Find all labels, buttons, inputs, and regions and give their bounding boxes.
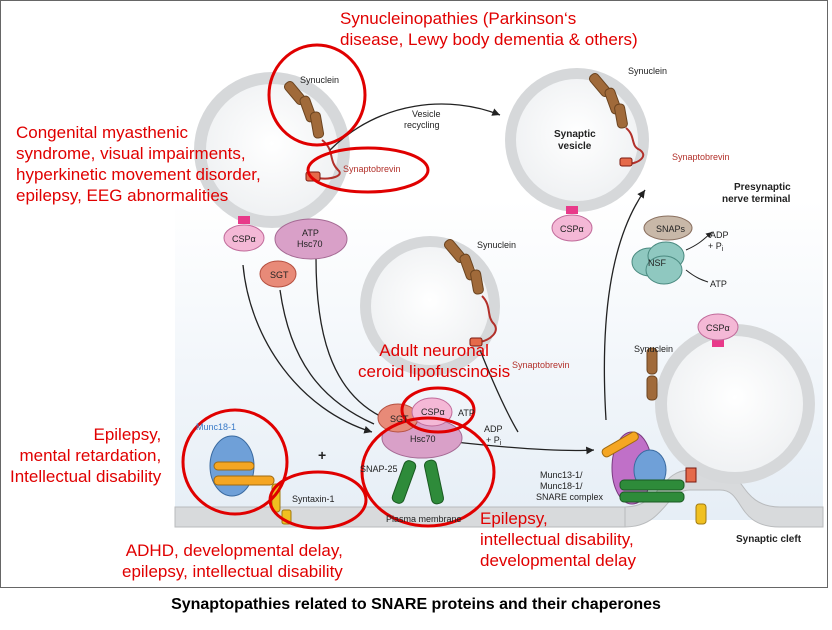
- label-munc-complex-1: Munc13-1/: [540, 470, 583, 480]
- annotation-munc18-disorders: Epilepsy, mental retardation, Intellectu…: [10, 425, 162, 486]
- label-synaptic-cleft: Synaptic cleft: [736, 534, 802, 545]
- label-plasma-membrane: Plasma membrane: [386, 514, 462, 524]
- ring-syntaxin: [268, 470, 368, 530]
- label-csp-2: CSPα: [560, 224, 584, 234]
- highlight-rings: [181, 43, 496, 530]
- label-synuclein-2: Synuclein: [628, 66, 667, 76]
- label-nsf: NSF: [648, 258, 667, 268]
- sgt-free: [259, 260, 297, 288]
- label-hsc70: Hsc70: [410, 434, 436, 444]
- label-presynaptic-1: Presynaptic: [734, 182, 791, 193]
- label-synuclein-1: Synuclein: [300, 75, 339, 85]
- label-adp-right-1: ADP: [710, 230, 729, 240]
- synaptobrevin-tails: [317, 127, 645, 343]
- label-snaps: SNAPs: [656, 224, 686, 234]
- ring-csp: [400, 386, 476, 434]
- annotation-synucleinopathies: Synucleinopathies (Parkinson‘s disease, …: [340, 9, 638, 49]
- label-sgt-2: SGT: [390, 414, 409, 424]
- label-vesicle-recycling-1: Vesicle: [412, 109, 441, 119]
- annotation-snap25-disorders: Epilepsy, intellectual disability, devel…: [480, 509, 636, 570]
- annotation-ncl: Adult neuronal ceroid lipofuscinosis: [358, 341, 511, 381]
- label-adp-pi-2: + Pi: [486, 435, 502, 447]
- pathway-arrows: [242, 257, 595, 455]
- label-munc18: Munc18-1: [196, 422, 236, 432]
- label-snap25: SNAP-25: [360, 464, 398, 474]
- snaps-nsf: [631, 215, 713, 285]
- label-synaptobrevin-1: Synaptobrevin: [343, 164, 401, 174]
- ring-munc18: [181, 408, 289, 516]
- label-plus: +: [318, 447, 326, 463]
- ring-synuclein: [267, 43, 367, 147]
- label-presynaptic-2: nerve terminal: [722, 194, 791, 205]
- label-atp-right: ATP: [710, 279, 727, 289]
- label-adp-pi-1: ADP: [484, 424, 503, 434]
- label-vesicle-recycling-2: recycling: [404, 120, 440, 130]
- recycling-up-arrow: [603, 189, 646, 421]
- label-munc-complex-3: SNARE complex: [536, 492, 604, 502]
- label-csp-4: CSPα: [421, 407, 445, 417]
- ring-snap25: [360, 416, 496, 528]
- label-atp-small: ATP: [458, 408, 475, 418]
- ring-synaptobrevin: [306, 146, 430, 194]
- csp-alpha-group: [223, 206, 739, 347]
- snare-complex-fusion: [601, 431, 707, 525]
- synuclein-rods: [283, 72, 658, 401]
- label-synaptic-vesicle-2: vesicle: [558, 141, 592, 152]
- label-csp-3: CSPα: [706, 323, 730, 333]
- vesicle-fusing: [655, 324, 815, 484]
- label-synaptobrevin-3: Synaptobrevin: [512, 360, 570, 370]
- label-atp-hsc70-2: Hsc70: [297, 239, 323, 249]
- label-syntaxin: Syntaxin-1: [292, 494, 335, 504]
- label-synaptobrevin-2: Synaptobrevin: [672, 152, 730, 162]
- annotation-syntaxin-disorders: ADHD, developmental delay, epilepsy, int…: [122, 541, 343, 581]
- label-atp-hsc70-1: ATP: [302, 228, 319, 238]
- label-sgt-1: SGT: [270, 270, 289, 280]
- label-adp-right-2: + Pi: [708, 241, 724, 253]
- figure-caption: Synaptopathies related to SNARE proteins…: [171, 596, 661, 613]
- label-munc-complex-2: Munc18-1/: [540, 481, 583, 491]
- synaptic-vesicle: [505, 68, 649, 212]
- label-synaptic-vesicle-1: Synaptic: [554, 129, 596, 140]
- hsc70-free: [274, 218, 348, 260]
- label-synuclein-4: Synuclein: [634, 344, 673, 354]
- label-synuclein-3: Synuclein: [477, 240, 516, 250]
- label-csp-1: CSPα: [232, 234, 256, 244]
- annotation-congenital-myasthenic: Congenital myasthenic syndrome, visual i…: [16, 123, 261, 205]
